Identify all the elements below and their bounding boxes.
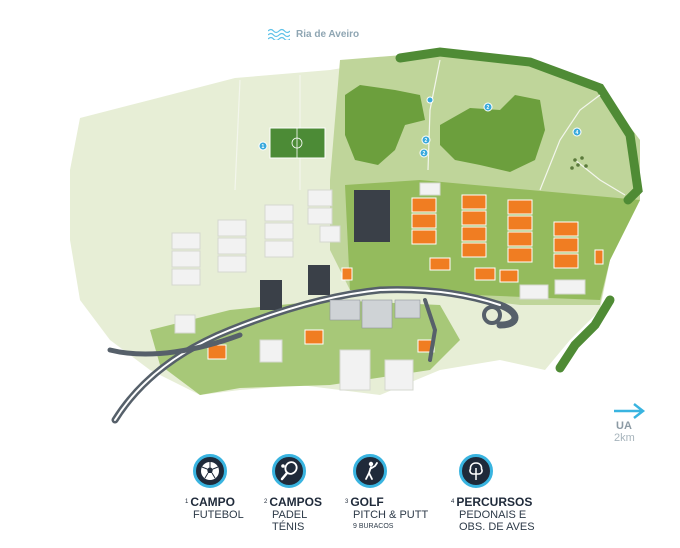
football-field xyxy=(269,127,326,159)
direction-indicator: UA 2km xyxy=(612,402,658,444)
legend-sub: TÉNIS xyxy=(272,521,305,533)
map-marker-3[interactable] xyxy=(426,96,434,104)
map-marker-1[interactable]: 1 xyxy=(258,141,268,151)
legend-sub: FUTEBOL xyxy=(193,509,244,521)
water-label-text: Ria de Aveiro xyxy=(296,28,360,40)
svg-text:2: 2 xyxy=(423,151,426,157)
dark-court xyxy=(308,265,330,295)
legend-title: CAMPOS xyxy=(269,495,323,509)
golfer-icon xyxy=(353,454,387,488)
soccer-ball-icon xyxy=(193,454,227,488)
tennis-racket-icon xyxy=(272,454,306,488)
tree-icon xyxy=(459,454,493,488)
legend-sub: OBS. DE AVES xyxy=(459,521,535,533)
svg-text:1: 1 xyxy=(262,144,265,150)
orange-courts xyxy=(207,194,604,360)
svg-text:2: 2 xyxy=(487,105,490,111)
legend-sub: PEDONAIS E xyxy=(459,509,527,521)
dark-court xyxy=(354,190,390,242)
golf-course-west xyxy=(345,85,425,165)
map-marker-4[interactable]: 4 xyxy=(572,127,582,137)
walking-paths xyxy=(234,59,626,196)
road-network xyxy=(107,286,519,424)
legend-sub: PADEL xyxy=(272,509,308,521)
parking-lots xyxy=(329,299,421,329)
legend-title: GOLF xyxy=(350,495,384,509)
direction-label: UA xyxy=(616,420,632,432)
map-marker-2[interactable]: 2 xyxy=(421,135,431,145)
legend-sub: PITCH & PUTT xyxy=(353,509,429,521)
legend-title: CAMPO xyxy=(190,495,236,509)
forest-edge xyxy=(395,47,643,205)
arrow-right-icon xyxy=(614,403,646,419)
light-courts xyxy=(171,182,586,391)
tree-cluster xyxy=(570,156,588,170)
dark-court xyxy=(260,280,282,310)
svg-text:2: 2 xyxy=(425,138,428,144)
forest-south xyxy=(555,295,615,373)
map-marker-2[interactable]: 2 xyxy=(419,148,429,158)
legend-small: 9 BURACOS xyxy=(353,523,394,530)
golf-course-east xyxy=(440,95,545,172)
direction-distance: 2km xyxy=(614,432,635,444)
legend-title: PERCURSOS xyxy=(456,495,533,509)
water-label: Ria de Aveiro xyxy=(268,28,359,40)
map-marker-2[interactable]: 2 xyxy=(483,102,493,112)
water-waves-icon xyxy=(268,28,290,40)
svg-text:4: 4 xyxy=(576,130,579,136)
